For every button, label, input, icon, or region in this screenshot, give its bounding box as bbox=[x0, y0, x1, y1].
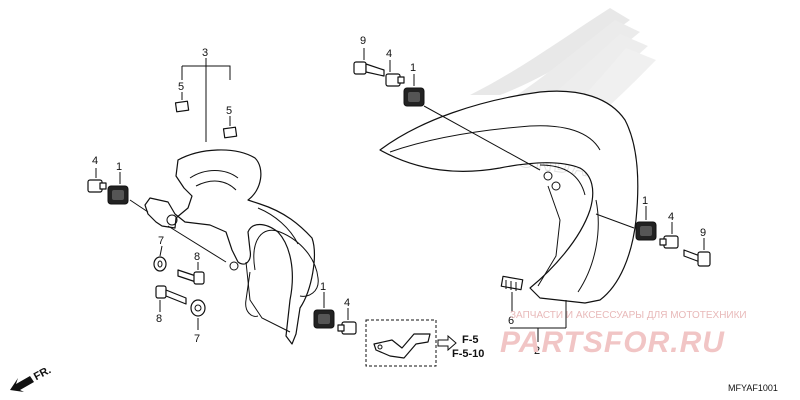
grommet-part-1-right bbox=[635, 221, 657, 241]
diagram-code: MFYAF1001 bbox=[728, 383, 778, 393]
clip-part-5-lower bbox=[222, 126, 238, 139]
callout-8-lower: 8 bbox=[156, 313, 162, 325]
callout-1-upper: 1 bbox=[410, 62, 416, 74]
callout-5-upper: 5 bbox=[178, 81, 184, 93]
callout-7-upper: 7 bbox=[158, 235, 164, 247]
inner-fender-part-3 bbox=[144, 149, 315, 345]
collar-part-4-left-upper bbox=[87, 179, 107, 193]
callout-4-right: 4 bbox=[668, 211, 674, 223]
grommet-part-1-upper bbox=[403, 87, 425, 107]
watermark-tagline: ЗАПЧАСТИ И АКСЕССУАРЫ ДЛЯ МОТОТЕХНИКИ bbox=[510, 310, 747, 321]
callout-5-leaders bbox=[181, 92, 231, 126]
bolt-part-9-upper bbox=[353, 61, 385, 77]
leader-lines bbox=[363, 48, 541, 171]
washer-part-7-lower bbox=[190, 299, 206, 317]
collar-part-4-center bbox=[337, 321, 357, 335]
callout-1-left: 1 bbox=[116, 161, 122, 173]
callout-6: 6 bbox=[508, 315, 514, 327]
callout-5-lower: 5 bbox=[226, 105, 232, 117]
ref-label-f5: F-5 bbox=[462, 334, 479, 346]
bolt-part-8-lower bbox=[155, 285, 187, 305]
bolt-part-8-upper bbox=[177, 269, 205, 285]
direction-label: FR. bbox=[32, 364, 53, 383]
callout-7-lower: 7 bbox=[194, 333, 200, 345]
callout-1-right: 1 bbox=[642, 195, 648, 207]
callout-2: 2 bbox=[534, 345, 540, 357]
callout-3: 3 bbox=[202, 47, 208, 59]
callout-4-left: 4 bbox=[92, 155, 98, 167]
leader-lines bbox=[95, 168, 149, 213]
collar-part-4-right bbox=[659, 235, 679, 249]
guide-line bbox=[253, 229, 319, 297]
callout-9-right: 9 bbox=[700, 227, 706, 239]
callout-4-center: 4 bbox=[344, 297, 350, 309]
guide-line bbox=[245, 271, 259, 317]
callout-9-upper: 9 bbox=[360, 35, 366, 47]
clip-part-5-upper bbox=[174, 100, 190, 113]
bolt-part-9-right bbox=[683, 249, 711, 267]
callout-3-bracket bbox=[181, 58, 231, 142]
ref-label-f5-10: F-5-10 bbox=[452, 348, 484, 360]
front-direction-arrow: FR. bbox=[10, 364, 53, 392]
grommet-part-1-center bbox=[313, 309, 335, 329]
leader-lines bbox=[323, 292, 349, 320]
leader-lines bbox=[595, 206, 705, 250]
callout-4-upper: 4 bbox=[386, 48, 392, 60]
washer-part-7-upper bbox=[153, 256, 167, 272]
grommet-part-1-left-upper bbox=[107, 185, 129, 205]
reference-box bbox=[365, 319, 457, 367]
front-fender-part-2 bbox=[379, 90, 639, 304]
watermark-site: PARTSFOR.RU bbox=[500, 326, 725, 359]
leader-lines bbox=[159, 225, 227, 330]
emblem-part-6 bbox=[500, 275, 524, 291]
callout-8-upper: 8 bbox=[194, 251, 200, 263]
callout-2-bracket bbox=[510, 300, 567, 342]
reference-arrow bbox=[437, 334, 457, 352]
collar-part-4-upper bbox=[385, 73, 405, 87]
callout-1-center: 1 bbox=[320, 281, 326, 293]
